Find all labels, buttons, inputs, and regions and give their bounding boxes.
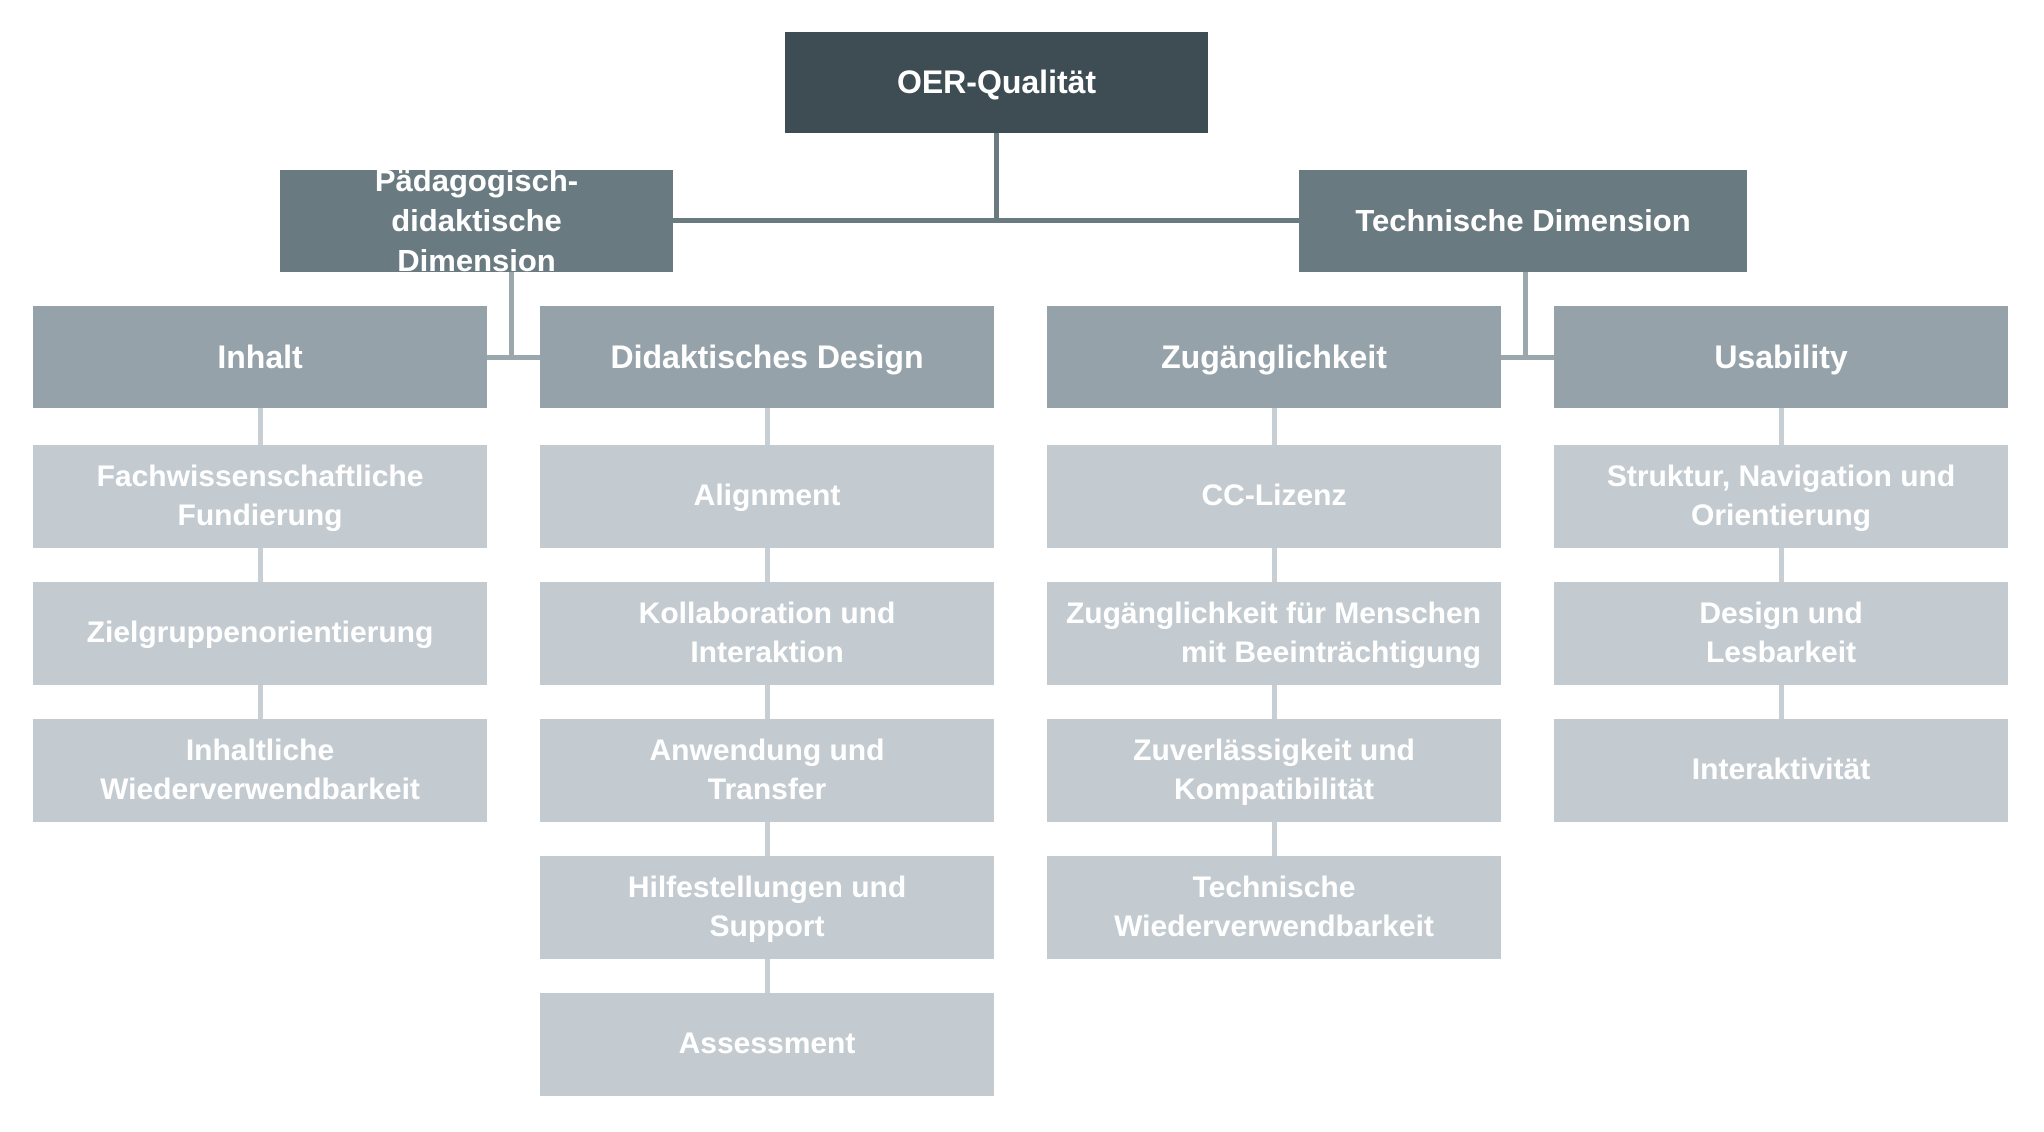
node-category-didaktisches-design-label: Didaktisches Design [610,338,924,375]
node-category-inhalt-label: Inhalt [217,338,303,375]
node-item-kollaboration-und-interaktion-label: Kollaboration und Interaktion [638,597,896,669]
node-category-didaktisches-design: Didaktisches Design [540,306,994,408]
node-dimension-technische-dimension-label: Technische Dimension [1355,202,1691,238]
connector-item-drop [1778,546,1784,584]
node-dimension-paedagogisch-didaktische-dimension-label: Pädagogisch-didaktische Dimension [374,162,579,279]
node-item-inhaltliche-wiederverwendbarkeit-label: Inhaltliche Wiederverwendbarkeit [100,734,420,806]
node-item-alignment: Alignment [540,445,994,548]
connector-item-drop [257,683,263,721]
node-item-assessment-label: Assessment [678,1027,856,1061]
connector-item-drop [1271,546,1277,584]
node-item-cc-lizenz-label: CC-Lizenz [1201,479,1347,513]
node-item-fachwissenschaftliche-fundierung: Fachwissenschaftliche Fundierung [33,445,487,548]
node-item-struktur-navigation-und-orientierung-label: Struktur, Navigation und Orientierung [1606,460,1956,532]
connector-item-drop [764,406,770,447]
connector-dimension-drop [1522,270,1528,360]
connector-top-bar [671,218,1301,223]
node-item-interaktivitaet: Interaktivität [1554,719,2008,822]
node-oer-qualitaet-label: OER-Qualität [896,64,1097,100]
connector-item-drop [764,683,770,721]
node-item-technische-wiederverwendbarkeit: Technische Wiederverwendbarkeit [1047,856,1501,959]
node-dimension-technische-dimension: Technische Dimension [1299,170,1747,272]
connector-item-drop [1271,820,1277,858]
connector-item-drop [1271,683,1277,721]
node-category-usability: Usability [1554,306,2008,408]
connector-root-drop [994,131,999,223]
node-item-zielgruppenorientierung-label: Zielgruppenorientierung [86,616,434,650]
node-item-struktur-navigation-und-orientierung: Struktur, Navigation und Orientierung [1554,445,2008,548]
node-item-design-und-lesbarkeit-label: Design und Lesbarkeit [1699,597,1863,669]
connector-item-drop [764,546,770,584]
node-item-design-und-lesbarkeit: Design und Lesbarkeit [1554,582,2008,685]
node-category-usability-label: Usability [1714,338,1848,375]
node-item-kollaboration-und-interaktion: Kollaboration und Interaktion [540,582,994,685]
connector-item-drop [764,957,770,995]
connector-dimension-stub [1499,355,1556,360]
node-item-zuverlaessigkeit-und-kompatibilitaet-label: Zuverlässigkeit und Kompatibilität [1133,734,1415,806]
node-item-technische-wiederverwendbarkeit-label: Technische Wiederverwendbarkeit [1114,871,1434,943]
node-dimension-paedagogisch-didaktische-dimension: Pädagogisch-didaktische Dimension [280,163,673,278]
node-category-zugaenglichkeit: Zugänglichkeit [1047,306,1501,408]
node-item-zugaenglichkeit-fuer-menschen-mit-beeintraechtigung-label: Zugänglichkeit für Menschen mit Beeinträ… [1065,597,1481,669]
node-item-fachwissenschaftliche-fundierung-label: Fachwissenschaftliche Fundierung [96,460,424,532]
connector-item-drop [257,406,263,447]
node-item-interaktivitaet-label: Interaktivität [1691,753,1871,787]
node-item-zugaenglichkeit-fuer-menschen-mit-beeintraechtigung: Zugänglichkeit für Menschen mit Beeinträ… [1047,582,1501,685]
node-category-inhalt: Inhalt [33,306,487,408]
node-item-zuverlaessigkeit-und-kompatibilitaet: Zuverlässigkeit und Kompatibilität [1047,719,1501,822]
node-category-zugaenglichkeit-label: Zugänglichkeit [1161,338,1387,375]
node-item-zielgruppenorientierung: Zielgruppenorientierung [33,582,487,685]
connector-item-drop [257,546,263,584]
connector-dimension-stub [485,355,542,360]
connector-item-drop [764,820,770,858]
node-item-assessment: Assessment [540,993,994,1096]
connector-item-drop [1271,406,1277,447]
connector-item-drop [1778,683,1784,721]
node-item-alignment-label: Alignment [693,479,841,513]
node-oer-qualitaet: OER-Qualität [785,32,1208,133]
node-item-anwendung-und-transfer-label: Anwendung und Transfer [649,734,885,806]
node-item-cc-lizenz: CC-Lizenz [1047,445,1501,548]
node-item-anwendung-und-transfer: Anwendung und Transfer [540,719,994,822]
node-item-hilfestellungen-und-support: Hilfestellungen und Support [540,856,994,959]
node-item-inhaltliche-wiederverwendbarkeit: Inhaltliche Wiederverwendbarkeit [33,719,487,822]
connector-item-drop [1778,406,1784,447]
node-item-hilfestellungen-und-support-label: Hilfestellungen und Support [627,871,907,943]
connector-dimension-drop [508,270,514,360]
